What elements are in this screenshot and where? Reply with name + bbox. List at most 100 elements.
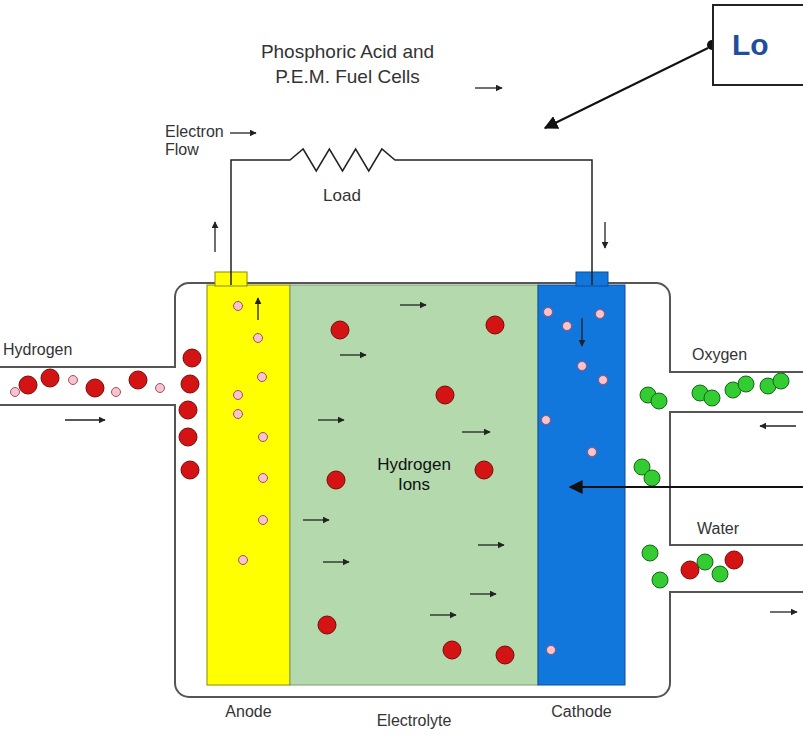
flow-arrow (604, 222, 605, 248)
flow-arrow (340, 354, 366, 355)
electron (588, 448, 597, 457)
oxygen-pipe (669, 411, 803, 413)
electron (599, 376, 608, 385)
flow-arrow (230, 132, 256, 133)
hydrogen-ion (181, 461, 199, 479)
flow-arrow (760, 425, 796, 426)
electrolyte-band: Hydrogen IonsElectrolyte (290, 285, 538, 685)
callout-box: Lo (712, 4, 803, 86)
part-label: Anode (225, 703, 271, 721)
flow-arrow (475, 87, 502, 88)
oxygen-atom (642, 545, 658, 561)
water-pipe (669, 544, 803, 546)
oxygen-atom (697, 554, 713, 570)
oxygen-pipe (669, 371, 803, 373)
flow-arrow (257, 298, 258, 320)
oxygen-atom (738, 376, 754, 392)
electron (234, 302, 243, 311)
flow-arrow (470, 593, 496, 594)
electron (69, 376, 78, 385)
flow-arrow (430, 614, 456, 615)
oxygen-atom (712, 566, 728, 582)
hydrogen-ion (436, 386, 454, 404)
product-label: Water (697, 520, 739, 538)
electron (112, 388, 121, 397)
electron (544, 308, 553, 317)
hydrogen-ion (179, 428, 197, 446)
flow-arrow (581, 318, 582, 346)
cell-housing (175, 283, 670, 697)
hydrogen-ion (496, 646, 514, 664)
flow-arrow (462, 431, 490, 432)
flow-arrow (323, 561, 349, 562)
particles (11, 40, 803, 664)
electron (234, 391, 243, 400)
electron (542, 416, 551, 425)
anode-band (207, 285, 290, 685)
hydrogen-ion (86, 379, 104, 397)
oxygen-atom (704, 390, 720, 406)
flow-arrow (303, 519, 329, 520)
electron (578, 362, 587, 371)
anode-band: Anode (207, 285, 290, 685)
flow-arrow (770, 611, 797, 612)
hydrogen-ion (443, 641, 461, 659)
electron (563, 322, 572, 331)
electron (234, 410, 243, 419)
oxygen-atom (773, 373, 789, 389)
cathode-band (538, 285, 625, 685)
pipe-gap (170, 368, 182, 404)
electron (259, 433, 268, 442)
hydrogen-ion (129, 371, 147, 389)
electron (596, 310, 605, 319)
gas-label: Oxygen (692, 346, 747, 364)
hydrogen-ion (331, 321, 349, 339)
hydrogen-ion (181, 375, 199, 393)
electron (254, 334, 263, 343)
hydrogen-ion (41, 369, 59, 387)
electron (259, 516, 268, 525)
diagram-title: Phosphoric Acid and P.E.M. Fuel Cells (240, 40, 455, 89)
water-pipe (669, 591, 803, 593)
oxygen-atom (651, 393, 667, 409)
gas-label: Hydrogen (3, 341, 72, 359)
flow-arrow (400, 304, 426, 305)
cathode-band: Cathode (538, 285, 625, 685)
hydrogen-pipe (0, 404, 176, 406)
hydrogen-ion (725, 551, 743, 569)
flow-arrow (318, 419, 344, 420)
node-text: Lo (732, 28, 769, 63)
electron (156, 384, 165, 393)
flow-arrow (478, 544, 504, 545)
hydrogen-pipe (0, 366, 176, 368)
oxygen-atom (652, 572, 668, 588)
electron (259, 474, 268, 483)
leader-line (545, 48, 708, 128)
hydrogen-ion (179, 401, 197, 419)
electron (258, 373, 267, 382)
flow-arrow (65, 419, 105, 420)
electrolyte-band (290, 285, 538, 685)
part-label: Cathode (551, 703, 612, 721)
electron (11, 388, 20, 397)
leader-line (570, 486, 803, 488)
part-label: Electrolyte (377, 712, 452, 730)
hydrogen-ion (183, 349, 201, 367)
oxygen-atom (644, 470, 660, 486)
hydrogen-ion (475, 461, 493, 479)
hydrogen-ion (486, 316, 504, 334)
flow-label: Electron Flow (165, 123, 229, 160)
connector-group (231, 149, 592, 285)
hydrogen-ion (681, 561, 699, 579)
circuit-wire (231, 149, 592, 285)
hydrogen-ion (327, 471, 345, 489)
load-label: Load (307, 186, 377, 206)
hydrogen-ion (318, 616, 336, 634)
node-text: Hydrogen Ions (368, 455, 460, 494)
flow-arrow (214, 222, 215, 252)
electron (547, 646, 556, 655)
